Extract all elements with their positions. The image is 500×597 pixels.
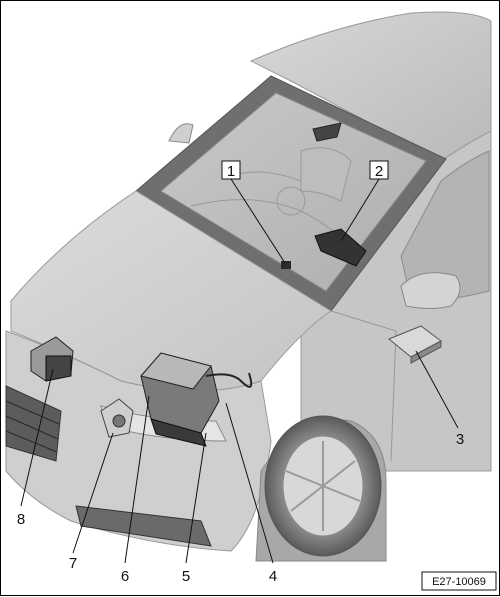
front-bumper xyxy=(5,330,272,552)
callout-8-label: 8 xyxy=(17,511,25,528)
right-side-mirror xyxy=(400,272,461,309)
callout-6-label: 6 xyxy=(121,568,129,585)
component-1-sensor xyxy=(281,261,291,269)
callout-1-box xyxy=(221,160,241,180)
component-5-fuse-box xyxy=(150,418,207,447)
windshield-glass xyxy=(160,92,427,292)
callout-2-box xyxy=(369,160,389,180)
left-side-mirror xyxy=(168,123,194,144)
callout-2-label: 2 xyxy=(375,163,383,180)
rearview-mirror xyxy=(312,122,342,142)
callout-5-label: 5 xyxy=(182,568,190,585)
callout-3-label: 3 xyxy=(456,431,464,448)
leader-lines xyxy=(20,178,459,564)
front-grille xyxy=(5,385,62,462)
component-2-unit xyxy=(314,228,367,267)
reference-box xyxy=(421,571,497,591)
lower-intake xyxy=(75,505,212,547)
callout-7-label: 7 xyxy=(69,555,77,572)
callout-4-label: 4 xyxy=(269,568,277,585)
component-4-cable xyxy=(205,372,253,388)
callout-1-label: 1 xyxy=(227,163,235,180)
figure-reference: E27-10069 xyxy=(432,576,486,588)
